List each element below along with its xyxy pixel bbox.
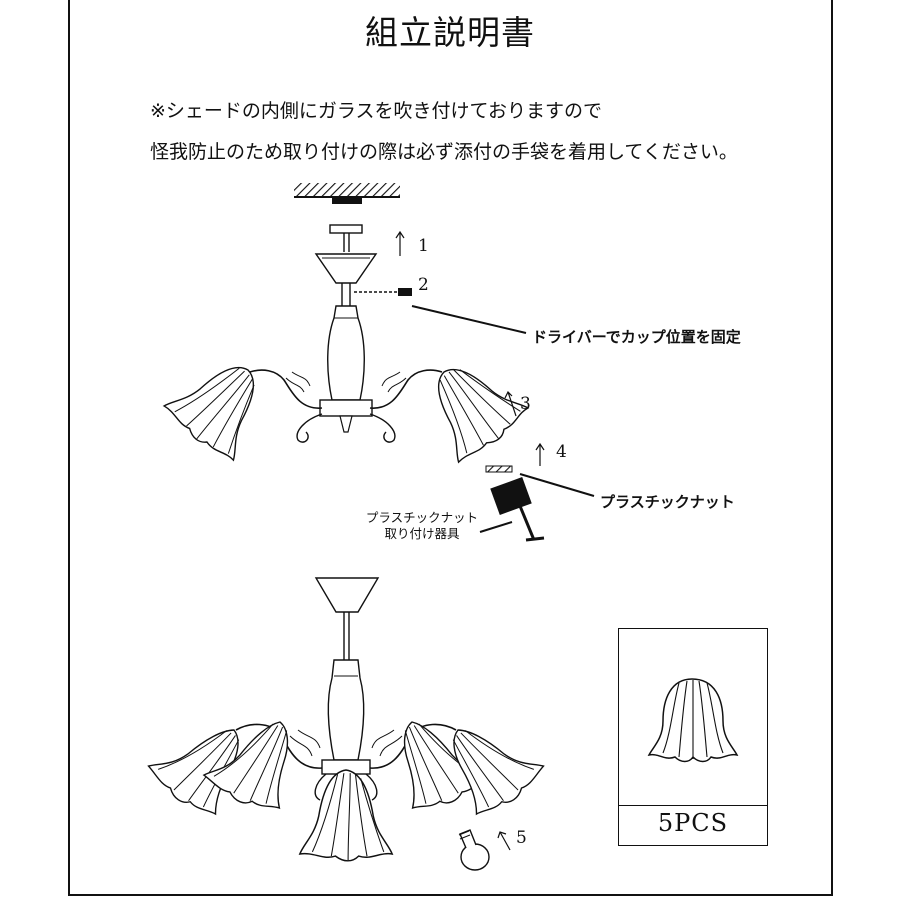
notice-line-1: ※シェードの内側にガラスを吹き付けておりますので	[150, 100, 602, 122]
callout-nut-tool-line-2: 取り付け器具	[384, 526, 460, 541]
step-number-2: 2	[418, 275, 429, 295]
callout-screwdriver: ドライバーでカップ位置を固定	[532, 328, 741, 346]
exploded-chandelier	[159, 224, 595, 542]
document-frame	[68, 0, 833, 896]
shade-count-label: 5PCS	[657, 809, 729, 837]
step-number-5: 5	[516, 828, 527, 848]
shade-box-divider	[619, 805, 767, 806]
callout-nut-tool: プラスチックナット 取り付け器具	[352, 510, 492, 542]
step-number-4: 4	[556, 442, 567, 462]
shade-count-box: 5PCS	[618, 628, 768, 846]
callout-nut-tool-line-1: プラスチックナット	[365, 510, 479, 525]
step-number-1: 1	[418, 236, 429, 256]
ceiling-hatch	[294, 183, 400, 197]
assembled-chandelier	[140, 577, 552, 871]
ceiling-mount-plate	[332, 197, 362, 204]
glass-shade-icon	[647, 678, 739, 763]
step-number-3: 3	[520, 394, 531, 414]
document-title: 組立説明書	[365, 13, 535, 52]
callout-plastic-nut: プラスチックナット	[600, 493, 735, 511]
notice-line-2: 怪我防止のため取り付けの際は必ず添付の手袋を着用してください。	[150, 141, 738, 163]
